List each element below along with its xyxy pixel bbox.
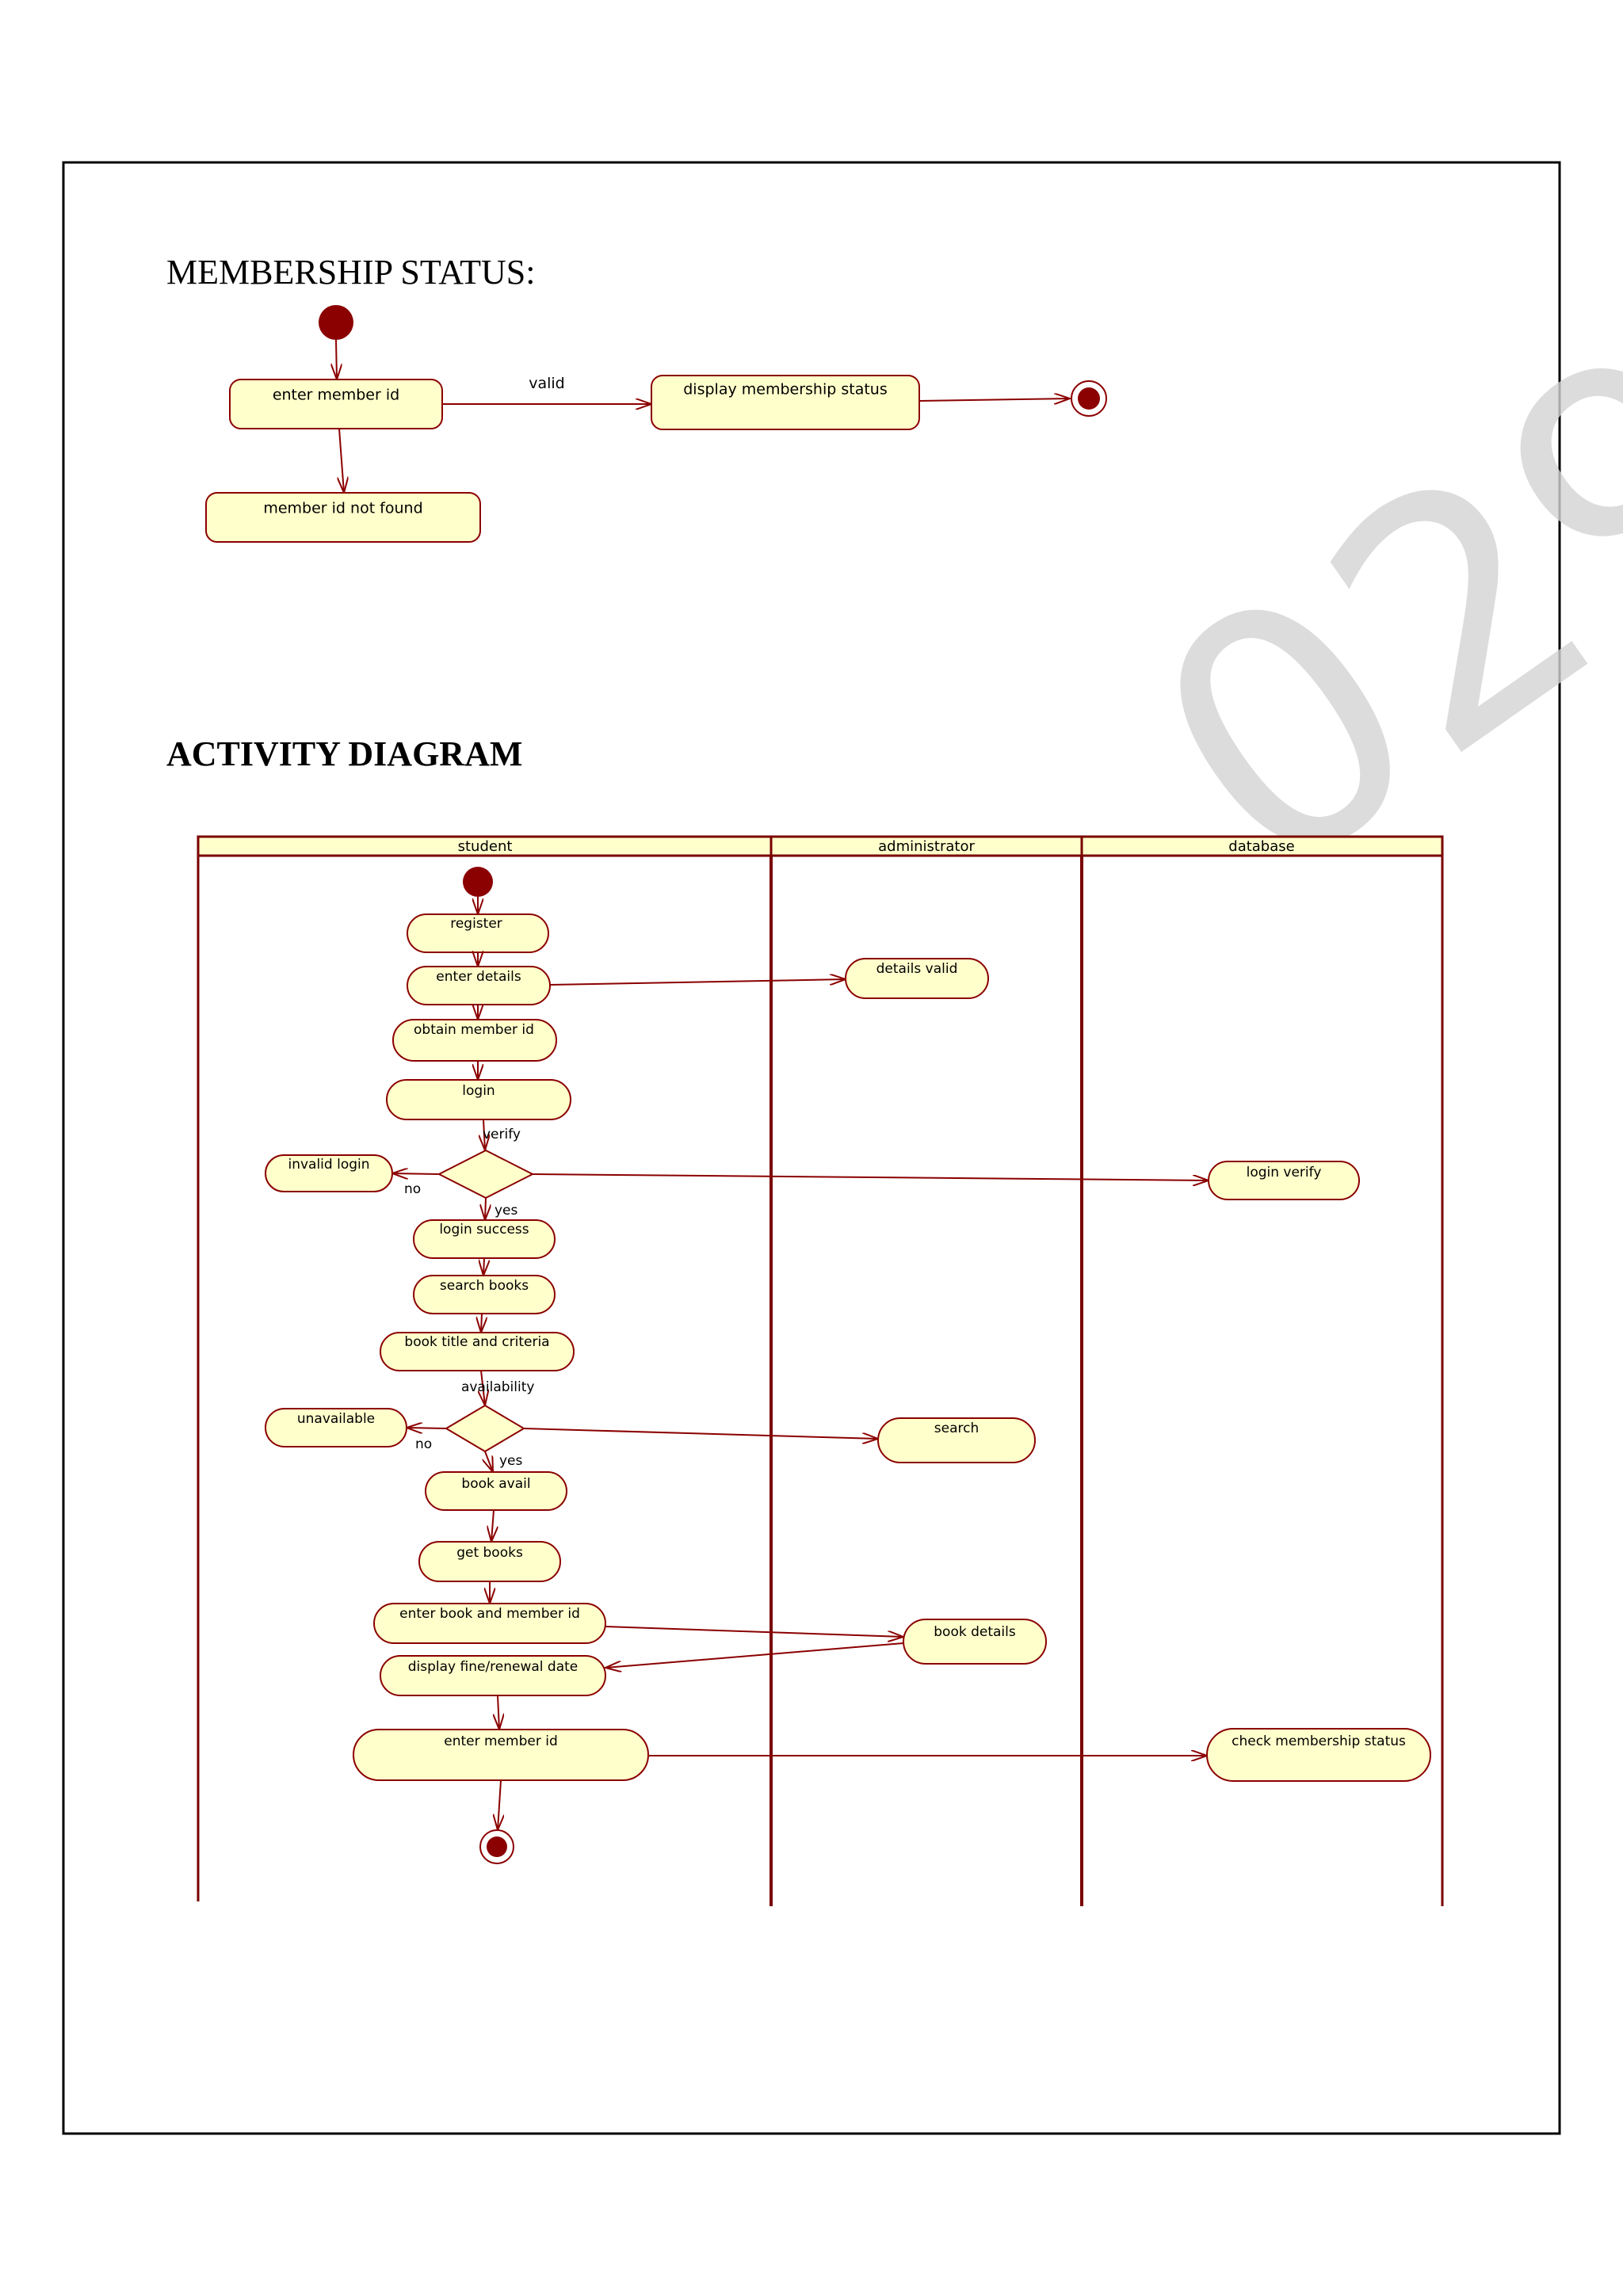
svg-text:member id not found: member id not found (263, 500, 422, 517)
edge-to-final (918, 399, 1070, 401)
action-get-books: get books (418, 1541, 561, 1582)
action-obtain-member-id: obtain member id (392, 1019, 557, 1062)
svg-text:enter details: enter details (436, 969, 521, 985)
decision-availability (445, 1404, 525, 1453)
edge-start-to-enter (336, 339, 337, 379)
svg-text:enter member id: enter member id (273, 387, 399, 404)
edge-book-details-to-fine (605, 1642, 904, 1668)
edge-login-decision (483, 1119, 485, 1150)
svg-text:get books: get books (456, 1545, 523, 1561)
action-display-fine: display fine/renewal date (380, 1655, 606, 1696)
activity-initial-node (463, 867, 493, 897)
edge-decision-verify (532, 1173, 1209, 1180)
lane-header-database (1080, 835, 1444, 857)
svg-text:login: login (462, 1083, 495, 1099)
svg-text:book avail: book avail (461, 1476, 530, 1492)
svg-text:search: search (934, 1421, 979, 1436)
edge-enter-to-book-details (605, 1626, 903, 1637)
svg-text:invalid login: invalid login (288, 1157, 369, 1173)
svg-text:obtain member id: obtain member id (414, 1022, 534, 1038)
svg-text:book title and criteria: book title and criteria (404, 1334, 549, 1350)
svg-text:login verify: login verify (1247, 1165, 1322, 1180)
action-details-valid: details valid (845, 958, 989, 999)
edge-label-availability: availability (461, 1379, 534, 1395)
edge-no-invalid (392, 1173, 440, 1174)
lane-label-database: database (1228, 838, 1294, 855)
action-check-membership-status: check membership status (1206, 1728, 1431, 1782)
svg-text:check membership status: check membership status (1232, 1733, 1406, 1749)
activity-diagram: student administrator database register … (197, 835, 1444, 1906)
svg-text:register: register (450, 916, 502, 932)
edge-label-no-availability: no (415, 1436, 432, 1452)
svg-text:display fine/renewal date: display fine/renewal date (408, 1659, 579, 1675)
svg-text:details valid: details valid (876, 961, 958, 977)
action-member-id-not-found: member id not found (205, 492, 481, 543)
action-login: login (386, 1079, 571, 1120)
svg-text:enter member id: enter member id (444, 1733, 558, 1749)
edge-enter-member-final (498, 1779, 501, 1830)
action-book-details: book details (903, 1619, 1047, 1665)
svg-text:book details: book details (934, 1624, 1016, 1640)
action-book-avail: book avail (425, 1471, 567, 1511)
edge-label-yes-availability: yes (499, 1453, 523, 1469)
edge-fine-enter-member (498, 1695, 499, 1730)
action-unavailable: unavailable (265, 1408, 407, 1447)
edge-label-yes-login: yes (495, 1203, 518, 1219)
page-border (62, 161, 1561, 2135)
action-search: search (877, 1417, 1036, 1463)
lane-label-administrator: administrator (878, 838, 975, 855)
edge-yes-success (485, 1197, 486, 1220)
svg-text:display membership status: display membership status (683, 381, 887, 399)
lane-label-student: student (458, 838, 513, 855)
action-login-verify: login verify (1208, 1161, 1360, 1200)
action-search-books: search books (413, 1275, 556, 1314)
edge-label-valid: valid (529, 375, 565, 392)
lane-header-administrator (769, 835, 1083, 857)
edge-search-title (481, 1313, 482, 1333)
action-invalid-login: invalid login (265, 1154, 393, 1192)
edge-details-to-admin (549, 979, 846, 986)
action-login-success: login success (413, 1219, 556, 1259)
membership-status-heading: MEMBERSHIP STATUS: (166, 253, 536, 292)
decision-login (437, 1149, 535, 1199)
edge-label-no-login: no (404, 1181, 421, 1197)
activity-final-node (479, 1829, 514, 1864)
action-enter-details: enter details (407, 966, 551, 1005)
edge-title-decision (481, 1370, 485, 1405)
final-node (1071, 380, 1107, 417)
action-enter-member-id: enter member id (229, 379, 443, 429)
edge-yes-avail (485, 1451, 493, 1472)
edge-avail-get (491, 1509, 494, 1542)
action-register: register (407, 913, 549, 953)
svg-text:unavailable: unavailable (297, 1411, 375, 1427)
edge-decision-search (523, 1428, 878, 1439)
svg-text:enter book and member id: enter book and member id (399, 1606, 580, 1622)
edge-success-search (483, 1257, 484, 1276)
edge-not-found (339, 428, 344, 493)
svg-text:login success: login success (439, 1222, 529, 1238)
action-book-title-criteria: book title and criteria (380, 1332, 575, 1371)
initial-node (319, 305, 353, 340)
action-enter-book-member-id: enter book and member id (373, 1603, 606, 1644)
membership-status-diagram: enter member id valid display membership… (205, 305, 1107, 543)
activity-diagram-heading: ACTIVITY DIAGRAM (166, 734, 522, 773)
svg-text:search books: search books (440, 1278, 529, 1294)
action-enter-member-id-activity: enter member id (353, 1729, 649, 1781)
edge-label-verify: verify (483, 1127, 521, 1142)
action-display-membership-status: display membership status (651, 375, 920, 430)
